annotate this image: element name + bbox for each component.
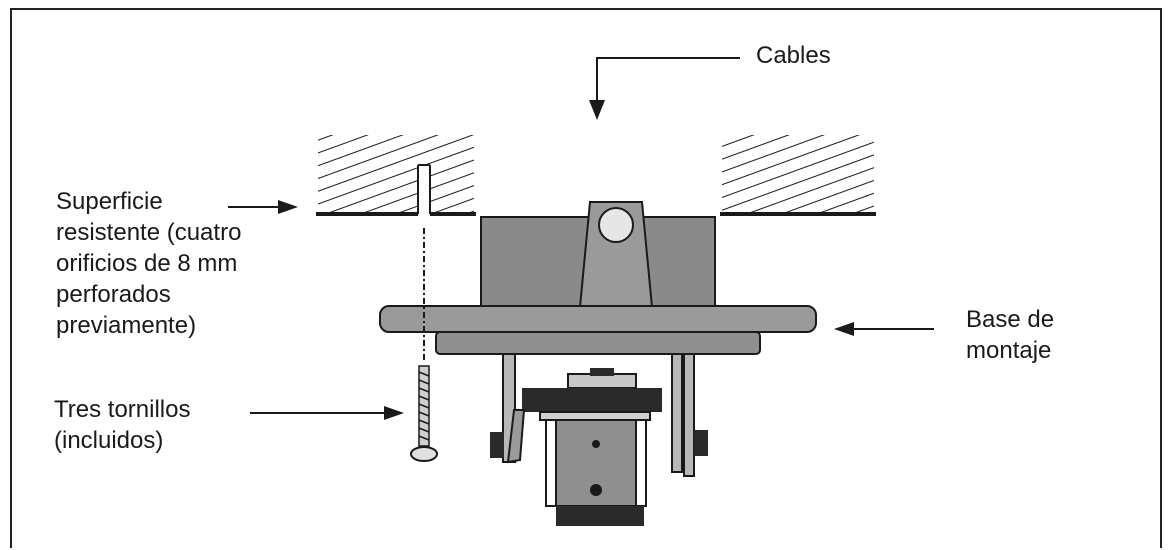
camera-head [506, 368, 662, 526]
diagram-frame [10, 8, 1162, 548]
label-cables: Cables [756, 42, 831, 69]
ceiling-right [720, 135, 876, 216]
screws-arrow [250, 406, 404, 420]
label-surface: Superficie resistente (cuatro orificios … [56, 188, 242, 339]
upper-housing [480, 201, 716, 308]
screw [410, 228, 438, 462]
surface-arrow [228, 200, 298, 214]
base-arrow [834, 322, 934, 336]
ceiling-left [316, 135, 476, 216]
side-brackets [490, 353, 708, 477]
label-base: Base de montaje [966, 306, 1055, 364]
label-screws: Tres tornillos (incluidos) [54, 396, 191, 454]
mounting-base [379, 305, 817, 355]
cables-arrow [589, 57, 740, 120]
